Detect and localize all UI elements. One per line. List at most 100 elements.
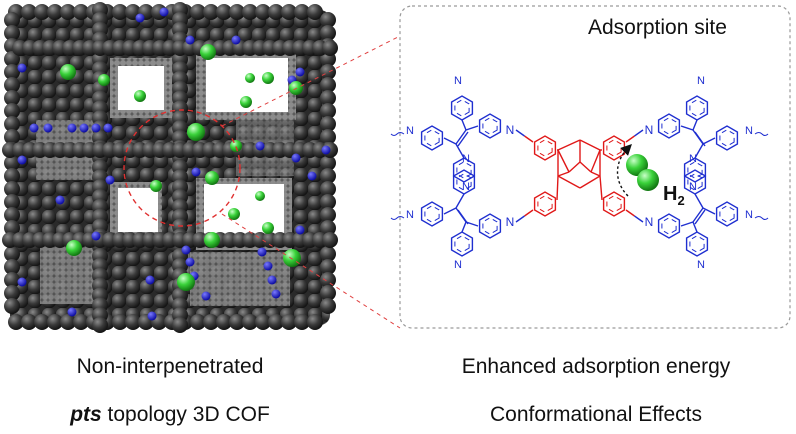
imine-nitrogen-bond bbox=[515, 129, 525, 137]
adsorption-highlight-circle bbox=[123, 109, 241, 227]
arm-top-right-ring-b bbox=[715, 125, 739, 151]
bond bbox=[680, 221, 694, 227]
edge-atom bbox=[320, 103, 336, 119]
arm-bottom-left-ring-a-inner bbox=[454, 235, 470, 253]
bond bbox=[457, 209, 469, 225]
edge-atom bbox=[268, 314, 284, 330]
topology-text: topology 3D COF bbox=[102, 403, 270, 426]
h2-atom-2 bbox=[637, 169, 659, 191]
topology-symbol: pts bbox=[69, 403, 102, 426]
cof-structure bbox=[2, 2, 338, 333]
edge-atom bbox=[281, 314, 297, 330]
imine-n-label-bottom-left: N bbox=[506, 215, 515, 229]
arm-top-left-terminal-c: N bbox=[462, 181, 470, 193]
nitrogen-atom bbox=[91, 231, 101, 241]
edge-atom bbox=[320, 259, 336, 275]
edge-atom bbox=[4, 64, 20, 80]
edge-atom bbox=[4, 259, 20, 275]
core-phenyl-ring-bottom-right bbox=[602, 191, 626, 217]
edge-atom bbox=[73, 4, 89, 20]
edge-atom bbox=[47, 4, 63, 20]
bond bbox=[465, 125, 479, 131]
arm-bottom-right-ring-b bbox=[715, 201, 739, 227]
bond bbox=[461, 221, 467, 233]
bond bbox=[461, 119, 467, 131]
arm-bottom-left-ring-b bbox=[420, 201, 444, 227]
edge-atom bbox=[190, 314, 206, 330]
h2-label: H2 bbox=[663, 183, 685, 208]
approach-arrow bbox=[616, 144, 632, 197]
hydrogen-molecule bbox=[150, 180, 162, 192]
edge-atom bbox=[4, 246, 20, 262]
nitrogen-atom bbox=[307, 171, 317, 181]
nitrogen-atom bbox=[17, 155, 27, 165]
nitrogen-atom bbox=[255, 141, 265, 151]
edge-atom bbox=[4, 298, 20, 314]
bond bbox=[455, 143, 465, 159]
edge-atom bbox=[229, 314, 245, 330]
edge-atom bbox=[320, 25, 336, 41]
connector-line-bottom bbox=[221, 213, 401, 329]
edge-atom bbox=[242, 314, 258, 330]
nitrogen-atom bbox=[191, 167, 201, 177]
edge-atom bbox=[4, 103, 20, 119]
nitrogen-atom bbox=[267, 275, 277, 285]
nitrogen-atom bbox=[181, 245, 191, 255]
bond bbox=[556, 175, 559, 201]
hydrogen-molecule bbox=[289, 81, 303, 95]
edge-atom bbox=[320, 90, 336, 106]
strut-atom bbox=[92, 317, 108, 333]
arm-top-right-terminal-a: N bbox=[697, 75, 705, 87]
arm-bottom-left-terminal-a: N bbox=[454, 259, 462, 271]
imine-n-label-top-right: N bbox=[645, 123, 654, 137]
hydrogen-molecule bbox=[177, 273, 195, 291]
bond bbox=[443, 137, 457, 145]
bond bbox=[692, 207, 704, 223]
arm-bottom-right-terminal-a: N bbox=[697, 259, 705, 271]
edge-atom bbox=[320, 12, 336, 28]
bond bbox=[692, 119, 698, 131]
right-caption-line2: Conformational Effects bbox=[490, 403, 702, 426]
arm-top-left-ring-a-inner bbox=[454, 99, 470, 117]
edge-atom bbox=[125, 314, 141, 330]
edge-atom bbox=[4, 12, 20, 28]
bond bbox=[457, 131, 469, 147]
nitrogen-atom bbox=[67, 307, 77, 317]
nitrogen-atom bbox=[263, 261, 273, 271]
hydrogen-molecule bbox=[205, 171, 219, 185]
edge-atom bbox=[294, 314, 310, 330]
nitrogen-atom bbox=[105, 175, 115, 185]
pore-top-left bbox=[110, 58, 172, 118]
arm-top-right-terminal-c: N bbox=[689, 181, 697, 193]
core-phenyl-ring-top-left bbox=[533, 135, 557, 161]
pore-bottom-left bbox=[110, 182, 162, 238]
edge-atom bbox=[60, 314, 76, 330]
nitrogen-atom bbox=[201, 291, 211, 301]
nitrogen-atom bbox=[147, 311, 157, 321]
adsorption-panel-frame bbox=[399, 5, 791, 329]
hydrogen-molecule bbox=[134, 90, 146, 102]
edge-atom bbox=[320, 246, 336, 262]
edge-atom bbox=[112, 314, 128, 330]
edge-atom bbox=[4, 220, 20, 236]
edge-atom bbox=[21, 314, 37, 330]
imine-n-label-top-left: N bbox=[506, 123, 515, 137]
nitrogen-atom bbox=[67, 123, 77, 133]
arm-bottom-right-ring-a-inner bbox=[689, 235, 705, 253]
nitrogen-atom bbox=[55, 195, 65, 205]
arm-top-left-ring-inner-inner bbox=[482, 117, 498, 135]
bond bbox=[694, 143, 704, 159]
arm-top-right-terminal-b: N bbox=[745, 125, 753, 137]
hydrogen-molecules bbox=[60, 44, 303, 291]
edge-atom bbox=[320, 207, 336, 223]
arm-bottom-left-ring-a bbox=[450, 231, 474, 257]
strut-atom bbox=[172, 317, 188, 333]
bond bbox=[443, 207, 457, 215]
hydrogen-molecule bbox=[230, 140, 242, 152]
edge-atom bbox=[34, 314, 50, 330]
core-phenyl-ring-bottom-left-inner bbox=[537, 195, 553, 213]
edge-atom bbox=[203, 314, 219, 330]
nitrogen-atom bbox=[43, 123, 53, 133]
nitrogen-atom bbox=[17, 63, 27, 73]
